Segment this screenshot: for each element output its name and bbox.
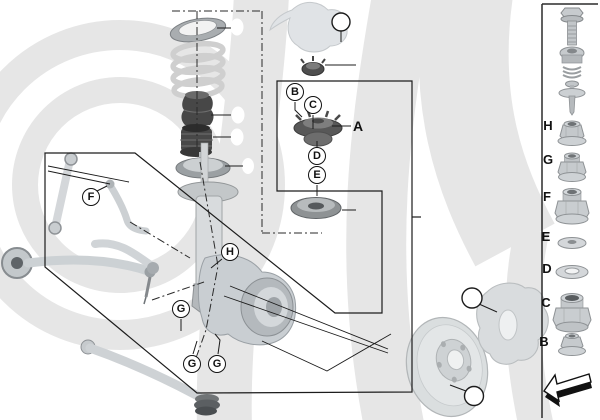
cap (300, 56, 326, 76)
callout-G1: G (172, 300, 190, 318)
tension-arm-bushing (194, 394, 220, 416)
parts-column-frame (541, 3, 598, 418)
outline-boxes (44, 80, 421, 394)
lock-nut-large-C-icon (552, 293, 592, 333)
label-A: A (353, 118, 364, 134)
leader-end-markers (230, 18, 254, 174)
parts-column-label-G: G (542, 152, 554, 167)
callout-E: E (308, 166, 326, 184)
parts-column-label-H: H (543, 118, 553, 133)
expansion-rivet-icon (558, 80, 586, 116)
self-locking-nut-G-icon (557, 152, 587, 182)
callout-circle-disc (463, 385, 485, 407)
background-watermark (0, 0, 555, 420)
callout-circle-parts-column (543, 5, 559, 21)
parts-column-label-C: C (541, 295, 551, 310)
collar-nut-F-icon (554, 188, 590, 225)
callout-C: C (304, 96, 322, 114)
strut-mount-detail-parts (290, 56, 343, 219)
camber-arm (23, 255, 153, 276)
leader-lines (47, 27, 498, 392)
unlabeled-callouts (331, 5, 559, 407)
upper-knuckle-ghost (269, 2, 348, 53)
guide-arm (91, 239, 156, 270)
callout-F: F (82, 188, 100, 206)
tension-arm (85, 343, 203, 401)
callout-G3: G (208, 355, 226, 373)
strut-axis-line (195, 161, 219, 359)
flange-nut-small-B-icon (558, 333, 586, 356)
stabilizer-link (106, 181, 150, 235)
flange-bolt-icon (560, 7, 584, 46)
chain-lines (129, 10, 322, 359)
callout-D: D (308, 147, 326, 165)
parts-column-label-F: F (543, 189, 551, 204)
steering-knuckle (197, 254, 297, 346)
ball-joint-stud (144, 276, 152, 298)
main-enclosure-polygon (44, 80, 413, 394)
detail-frame-chain (172, 10, 322, 234)
control-arms (1, 152, 220, 416)
callout-G2: G (183, 355, 201, 373)
washer-small-E-icon (557, 237, 587, 249)
parts-column-label-B: B (539, 334, 549, 349)
parts-column-label-E: E (541, 229, 551, 244)
callout-circle-caliper (461, 287, 483, 309)
parts-column (541, 3, 598, 418)
screw-plug-icon (559, 46, 585, 79)
link-rod (51, 156, 74, 232)
flange-nut-H-icon (557, 120, 587, 146)
strut-support-bearing (293, 110, 343, 147)
wedge-leaders (47, 165, 392, 372)
spring-plate-detail (290, 197, 342, 219)
callout-circle-upper-knuckle (331, 12, 351, 32)
brake-caliper (476, 282, 549, 365)
callout-B: B (286, 83, 304, 101)
direction-of-travel-arrow-icon (543, 373, 592, 407)
parts-column-label-D: D (542, 261, 552, 276)
callout-H: H (221, 243, 239, 261)
upper-spring-seat (169, 17, 227, 43)
washer-large-D-icon (555, 265, 589, 279)
